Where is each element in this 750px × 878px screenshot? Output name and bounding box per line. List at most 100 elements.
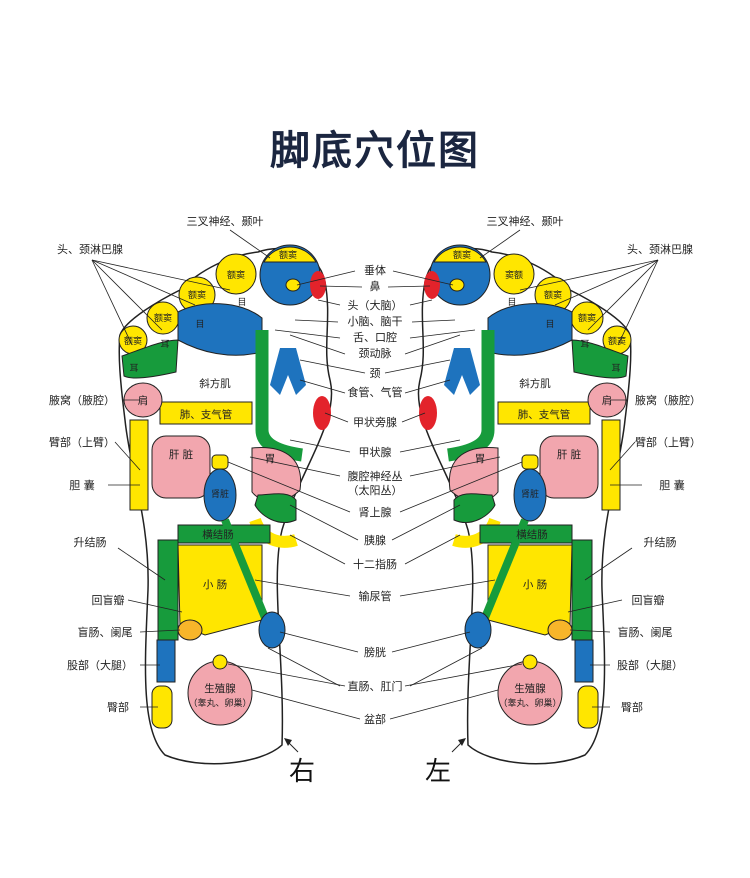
label-trigeminal: 三叉神经、颞叶 [487,214,564,228]
label-gallbladder: 胆 囊 [69,478,95,492]
label-armpit: 腋窝（腋腔） [635,393,701,407]
zone-kidney-label: 肾脏 [521,488,539,500]
left-parathyroid [419,396,437,430]
right-toe-nose-red [310,271,326,299]
label-celiac-plexus: 腹腔神经丛 [348,469,403,483]
zone-stomach-label: 胃 [475,453,486,465]
right-cecum [178,620,202,640]
label-rectum: 直肠、肛门 [348,679,403,693]
label-duodenum: 十二指肠 [353,557,397,571]
label-ileocecal: 回盲瓣 [632,593,665,607]
center-labels: 垂体 鼻 头（大脑） 小脑、脑干 舌、口腔 颈动脉 颈 食管、气管 甲状旁腺 甲… [348,263,403,726]
zone-stomach-label: 胃 [265,453,276,465]
zone-small-intestine-label: 小 肠 [523,579,547,591]
zone-sinus-label: 额窦 [608,335,626,347]
label-hip: 臀部 [621,700,643,714]
left-foot-label: 左 [425,757,451,787]
zone-gonad-label: 生殖腺 [514,682,546,695]
label-bladder: 膀胱 [364,645,386,659]
zone-liver-label: 肝 脏 [557,448,581,461]
zone-liver-label: 肝 脏 [169,448,193,461]
left-gonad-top [523,655,537,669]
left-adrenal [522,455,538,469]
zone-shoulder-label: 肩 [138,394,149,407]
zone-eye-label: 目 [507,297,516,308]
label-head-lymph: 头、颈淋巴腺 [627,242,693,256]
right-gonad-top [213,655,227,669]
left-gallbladder-bar [602,420,620,510]
zone-sinus-label: 额窦 [453,249,471,261]
right-gallbladder-bar [130,420,148,510]
zone-shoulder-label: 肩 [602,394,613,407]
zone-lung-label: 肺、支气管 [180,408,233,421]
zone-sinus-label: 额窦 [544,289,562,301]
zone-transverse-colon-label: 横结肠 [516,528,548,541]
label-ureter: 输尿管 [359,589,392,603]
label-carotid: 颈动脉 [359,346,392,360]
label-ascending-colon: 升结肠 [74,536,107,549]
zone-kidney-label: 肾脏 [211,488,229,500]
zone-ear-label: 耳 [580,339,589,350]
zone-trapezius-label: 斜方肌 [519,377,551,390]
label-esophagus: 食管、气管 [348,385,403,399]
zone-sinus-label: 额窦 [227,269,245,281]
label-adrenal: 肾上腺 [359,505,392,519]
right-bladder [259,612,285,648]
zone-sinus-label: 额窦 [124,335,142,347]
zone-ear-label: 耳 [160,339,169,350]
zone-gonad-sub-label: （睾丸、卵巢） [498,697,561,709]
label-thigh: 股部（大腿） [617,658,683,672]
left-ascending-colon [572,540,592,640]
zone-ear-label: 耳 [611,363,620,374]
label-tongue: 舌、口腔 [353,330,397,344]
zone-sinus-label: 额窦 [578,312,596,324]
label-head-brain: 头（大脑） [348,298,403,312]
label-neck: 颈 [370,367,381,380]
zone-sinus-label: 额窦 [188,289,206,301]
label-gallbladder: 胆 囊 [659,478,685,492]
label-armpit: 腋窝（腋腔） [49,393,115,407]
zone-sinus-label: 额窦 [154,312,172,324]
right-parathyroid [313,396,331,430]
label-hip: 臀部 [107,700,129,714]
right-foot-label: 右 [289,757,315,787]
left-bladder [465,612,491,648]
zone-ear-label: 耳 [129,363,138,374]
zone-sinus-alt-label: 窦额 [505,269,523,281]
right-ascending-colon [158,540,178,640]
zone-trapezius-label: 斜方肌 [199,377,231,390]
right-adrenal [212,455,228,469]
label-solar-plexus: （太阳丛） [348,484,403,497]
right-thigh-bar [157,640,175,682]
zone-sinus-label: 额窦 [279,249,297,261]
label-pituitary: 垂体 [364,263,386,277]
label-thigh: 股部（大腿） [67,658,133,672]
left-toe-nose-red [424,271,440,299]
label-cecum: 盲肠、阑尾 [78,625,133,639]
label-cerebellum: 小脑、脑干 [348,315,403,328]
left-liver-area [540,436,598,498]
left-thigh-bar [575,640,593,682]
label-pancreas: 胰腺 [364,533,386,547]
zone-lung-label: 肺、支气管 [518,408,571,421]
zone-eye-label: 目 [195,319,204,330]
label-nose: 鼻 [370,279,381,293]
label-cecum: 盲肠、阑尾 [618,625,673,639]
label-trigeminal: 三叉神经、颞叶 [187,214,264,228]
label-ascending-colon: 升结肠 [644,536,677,549]
foot-name-markers: 右 左 [284,738,466,787]
zone-transverse-colon-label: 横结肠 [202,528,234,541]
label-arm: 臂部（上臂） [49,435,115,449]
right-liver [152,436,210,498]
zone-gonad-sub-label: （睾丸、卵巢） [188,697,251,709]
label-ileocecal: 回盲瓣 [92,593,125,607]
label-arm: 臂部（上臂） [635,435,701,449]
zone-eye-label: 目 [545,319,554,330]
label-pelvis: 盆部 [364,712,386,726]
zone-gonad-label: 生殖腺 [204,682,236,695]
zone-small-intestine-label: 小 肠 [203,579,227,591]
label-head-lymph: 头、颈淋巴腺 [57,242,123,256]
zone-eye-label: 目 [237,297,246,308]
label-thyroid: 甲状腺 [359,445,392,459]
